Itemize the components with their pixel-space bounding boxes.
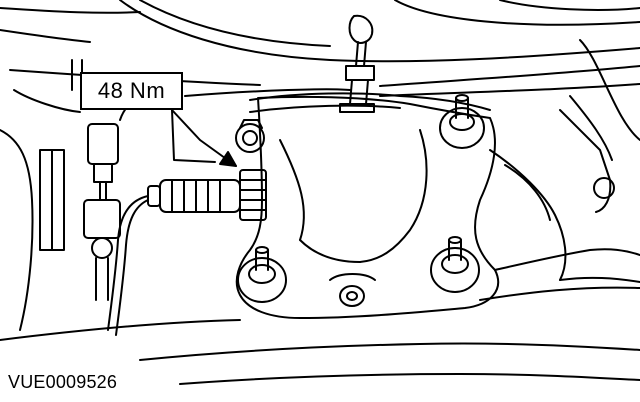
stud-nut-bottom-left [237, 246, 287, 303]
lower-frame-contours [0, 95, 640, 385]
stud-nut-top-right [439, 94, 485, 149]
left-bracket [0, 59, 83, 331]
exhaust-pipe [249, 92, 491, 113]
oxygen-sensor [107, 169, 267, 336]
converter-body [479, 149, 640, 301]
torque-value-label: 48 Nm [97, 78, 166, 103]
figure-id-label: VUE0009526 [8, 372, 118, 392]
upper-body-contours [0, 0, 640, 141]
stud-nut-bottom-right [430, 236, 480, 293]
stud-nut-top-left [235, 119, 265, 153]
leader-arrow [171, 109, 237, 167]
torque-callout-box: 48 Nm [80, 72, 183, 110]
electrical-connector [83, 97, 145, 301]
manifold-flange [235, 95, 500, 319]
exhaust-hanger [339, 14, 375, 113]
